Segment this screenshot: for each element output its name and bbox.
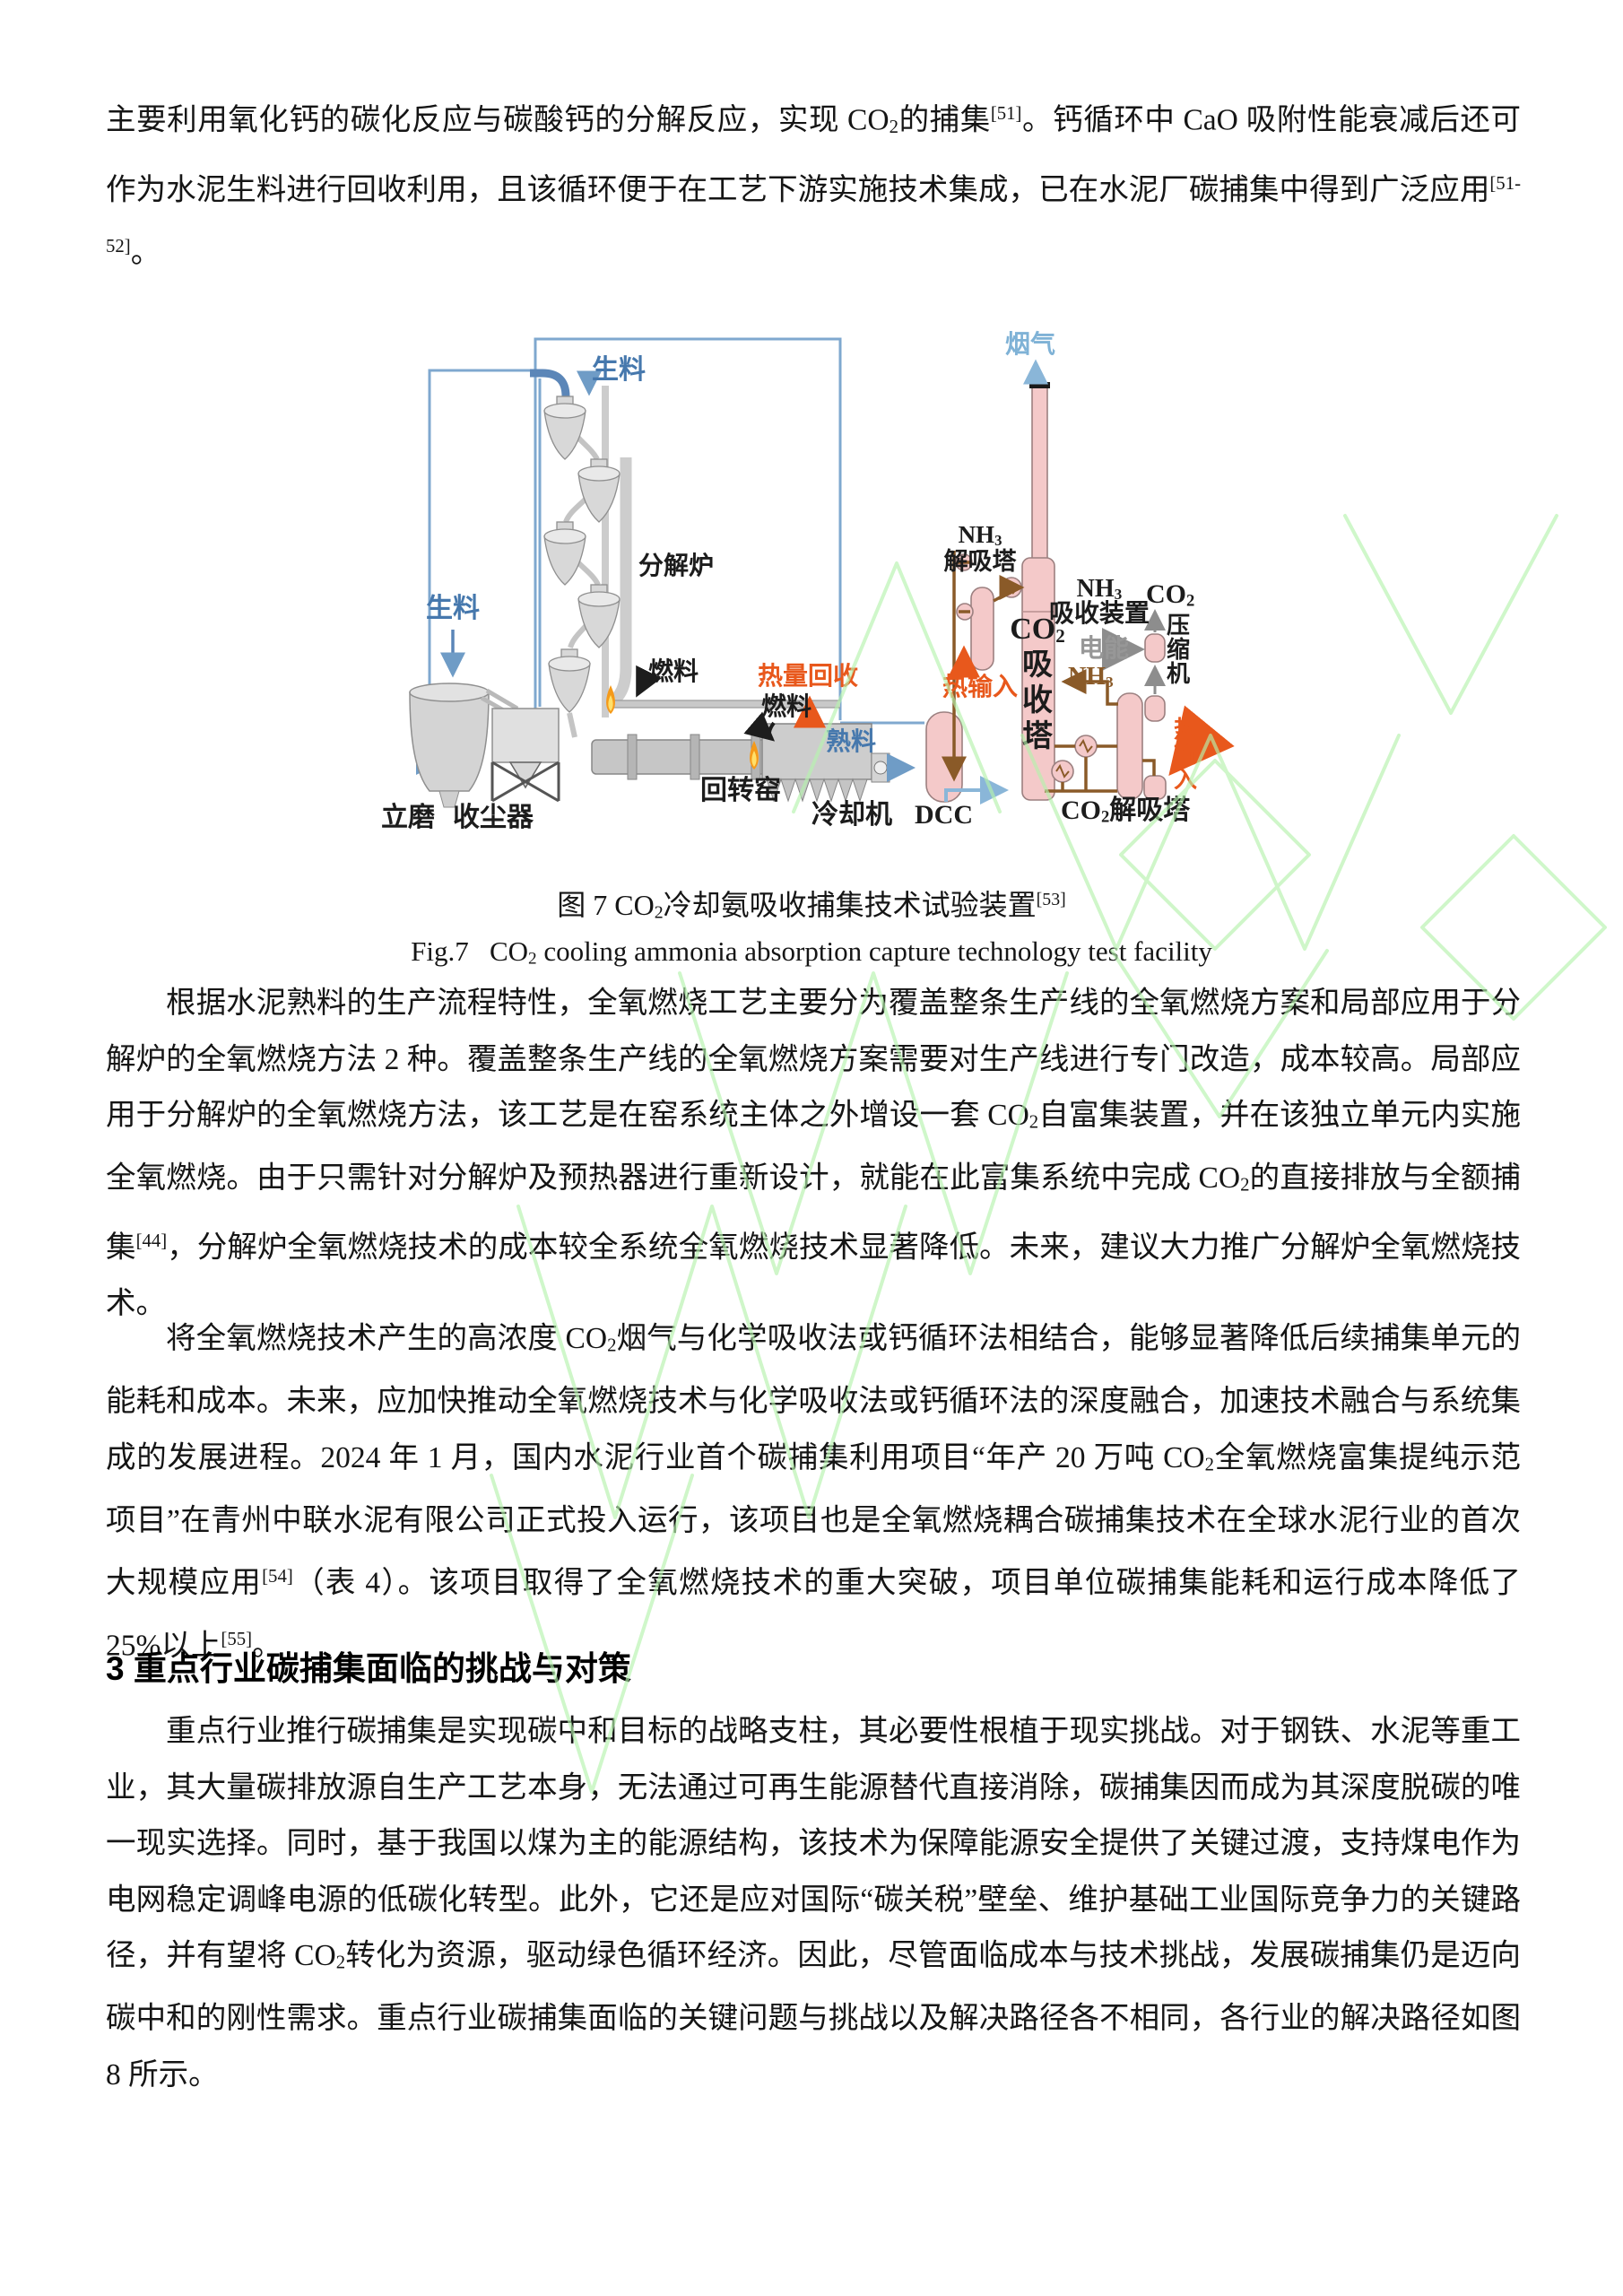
label-co2-absorber-1: CO2 <box>1010 613 1065 647</box>
stack <box>1031 387 1048 561</box>
label-co2-stripper: CO2解吸塔 <box>1061 796 1191 827</box>
paragraph-4: 重点行业推行碳捕集是实现碳中和目标的战略支柱，其必要性根植于现实挑战。对于钢铁、… <box>106 1715 1521 2092</box>
stack-cap <box>1029 382 1050 388</box>
figure-caption-zh: 图 7 CO2冷却氨吸收捕集技术试验装置[53] <box>557 889 1066 923</box>
label-raw-meal-top: 生料 <box>592 355 646 385</box>
label-dcc: DCC <box>915 800 973 830</box>
label-power: 电能 <box>1079 635 1130 663</box>
fuel-arrows <box>636 665 776 742</box>
label-fuel-calciner: 燃料 <box>648 658 699 686</box>
label-heat-recovery: 热量回收 <box>758 663 859 691</box>
label-clinker: 熟料 <box>826 728 877 756</box>
vertical-mill <box>409 683 490 808</box>
label-dust-collector: 收尘器 <box>453 803 534 832</box>
label-heat-input-right-2: 输 <box>1173 742 1197 768</box>
label-compressor-3: 机 <box>1166 661 1190 687</box>
label-nh3-stripper-1: NH3 <box>958 521 1002 549</box>
compressor-box <box>1144 633 1166 663</box>
label-calciner: 分解炉 <box>638 552 715 580</box>
label-cooler: 冷却机 <box>812 800 892 830</box>
label-flue-gas: 烟气 <box>1005 331 1056 359</box>
paragraph-1: 主要利用氧化钙的碳化反应与碳酸钙的分解反应，实现 CO2的捕集[51]。钙循环中… <box>106 103 1522 269</box>
label-compressor-1: 压 <box>1166 613 1190 639</box>
label-compressor-2: 缩 <box>1166 637 1190 663</box>
label-kiln: 回转窑 <box>700 776 781 805</box>
paragraph-3: 将全氧燃烧技术产生的高浓度 CO2烟气与化学吸收法或钙循环法相结合，能够显著降低… <box>106 1322 1522 1663</box>
label-heat-input-left: 热输入 <box>942 674 1019 701</box>
figure-7: 生料 生料 分解炉 燃料 热量回收 燃料 熟料 回转窑 冷却机 DCC 立磨 收… <box>256 332 1376 881</box>
label-nh3-absorber-1: NH3 <box>1076 575 1123 604</box>
nh3-stripper-column <box>970 587 994 671</box>
label-co2-absorber-4: 塔 <box>1022 720 1053 753</box>
process-diagram <box>409 337 1235 808</box>
label-nh3-stripper-2: 解吸塔 <box>943 548 1017 575</box>
calciner-duct <box>609 457 632 707</box>
label-raw-meal-left: 生料 <box>426 594 480 623</box>
section-heading-3: 3 重点行业碳捕集面临的挑战与对策 <box>106 1650 631 1687</box>
label-nh3-absorber-2: 吸收装置 <box>1048 600 1150 628</box>
label-heat-input-right-1: 热 <box>1173 717 1197 743</box>
label-fuel-cooler: 燃料 <box>761 693 812 721</box>
figure-caption-en: Fig.7 CO2 cooling ammonia absorption cap… <box>411 935 1212 969</box>
cyclone-exit-elbow <box>530 369 570 397</box>
paragraph-2: 根据水泥熟料的生产流程特性，全氧燃烧工艺主要分为覆盖整条生产线的全氧燃烧方案和局… <box>106 987 1522 1321</box>
label-mill: 立磨 <box>381 803 435 832</box>
label-heat-input-right-3: 入 <box>1173 767 1197 793</box>
label-co2-absorber-3: 收 <box>1022 684 1053 718</box>
co2-stripper-column <box>1116 692 1143 800</box>
gas-loop-lines <box>428 337 924 761</box>
label-co2-absorber-2: 吸 <box>1022 648 1053 682</box>
preheater-tower <box>543 386 621 738</box>
label-nh3: NH3 <box>1068 663 1114 691</box>
energy-lines <box>1102 609 1166 694</box>
label-co2-product: CO2 <box>1146 579 1195 611</box>
dust-collector <box>480 688 560 803</box>
